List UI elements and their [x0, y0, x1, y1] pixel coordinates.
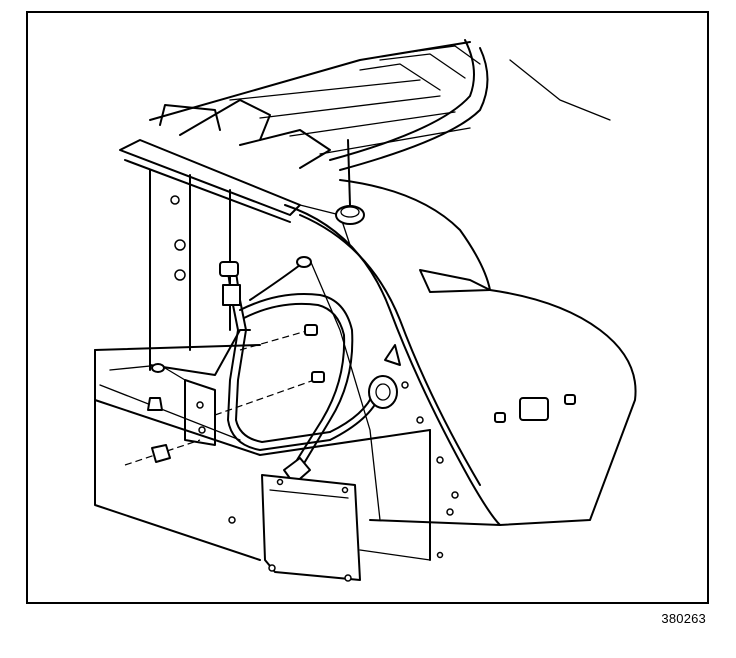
- fasteners: [124, 324, 325, 466]
- grommet: [335, 139, 365, 225]
- lower-body: [359, 508, 454, 561]
- wiring-harness: [219, 256, 381, 485]
- mud-flap: [261, 474, 361, 582]
- connector-body: [368, 344, 401, 409]
- bed-floor-ribs: [149, 39, 611, 171]
- wheel-well-arch: [284, 179, 637, 561]
- figure-number: 380263: [661, 611, 706, 626]
